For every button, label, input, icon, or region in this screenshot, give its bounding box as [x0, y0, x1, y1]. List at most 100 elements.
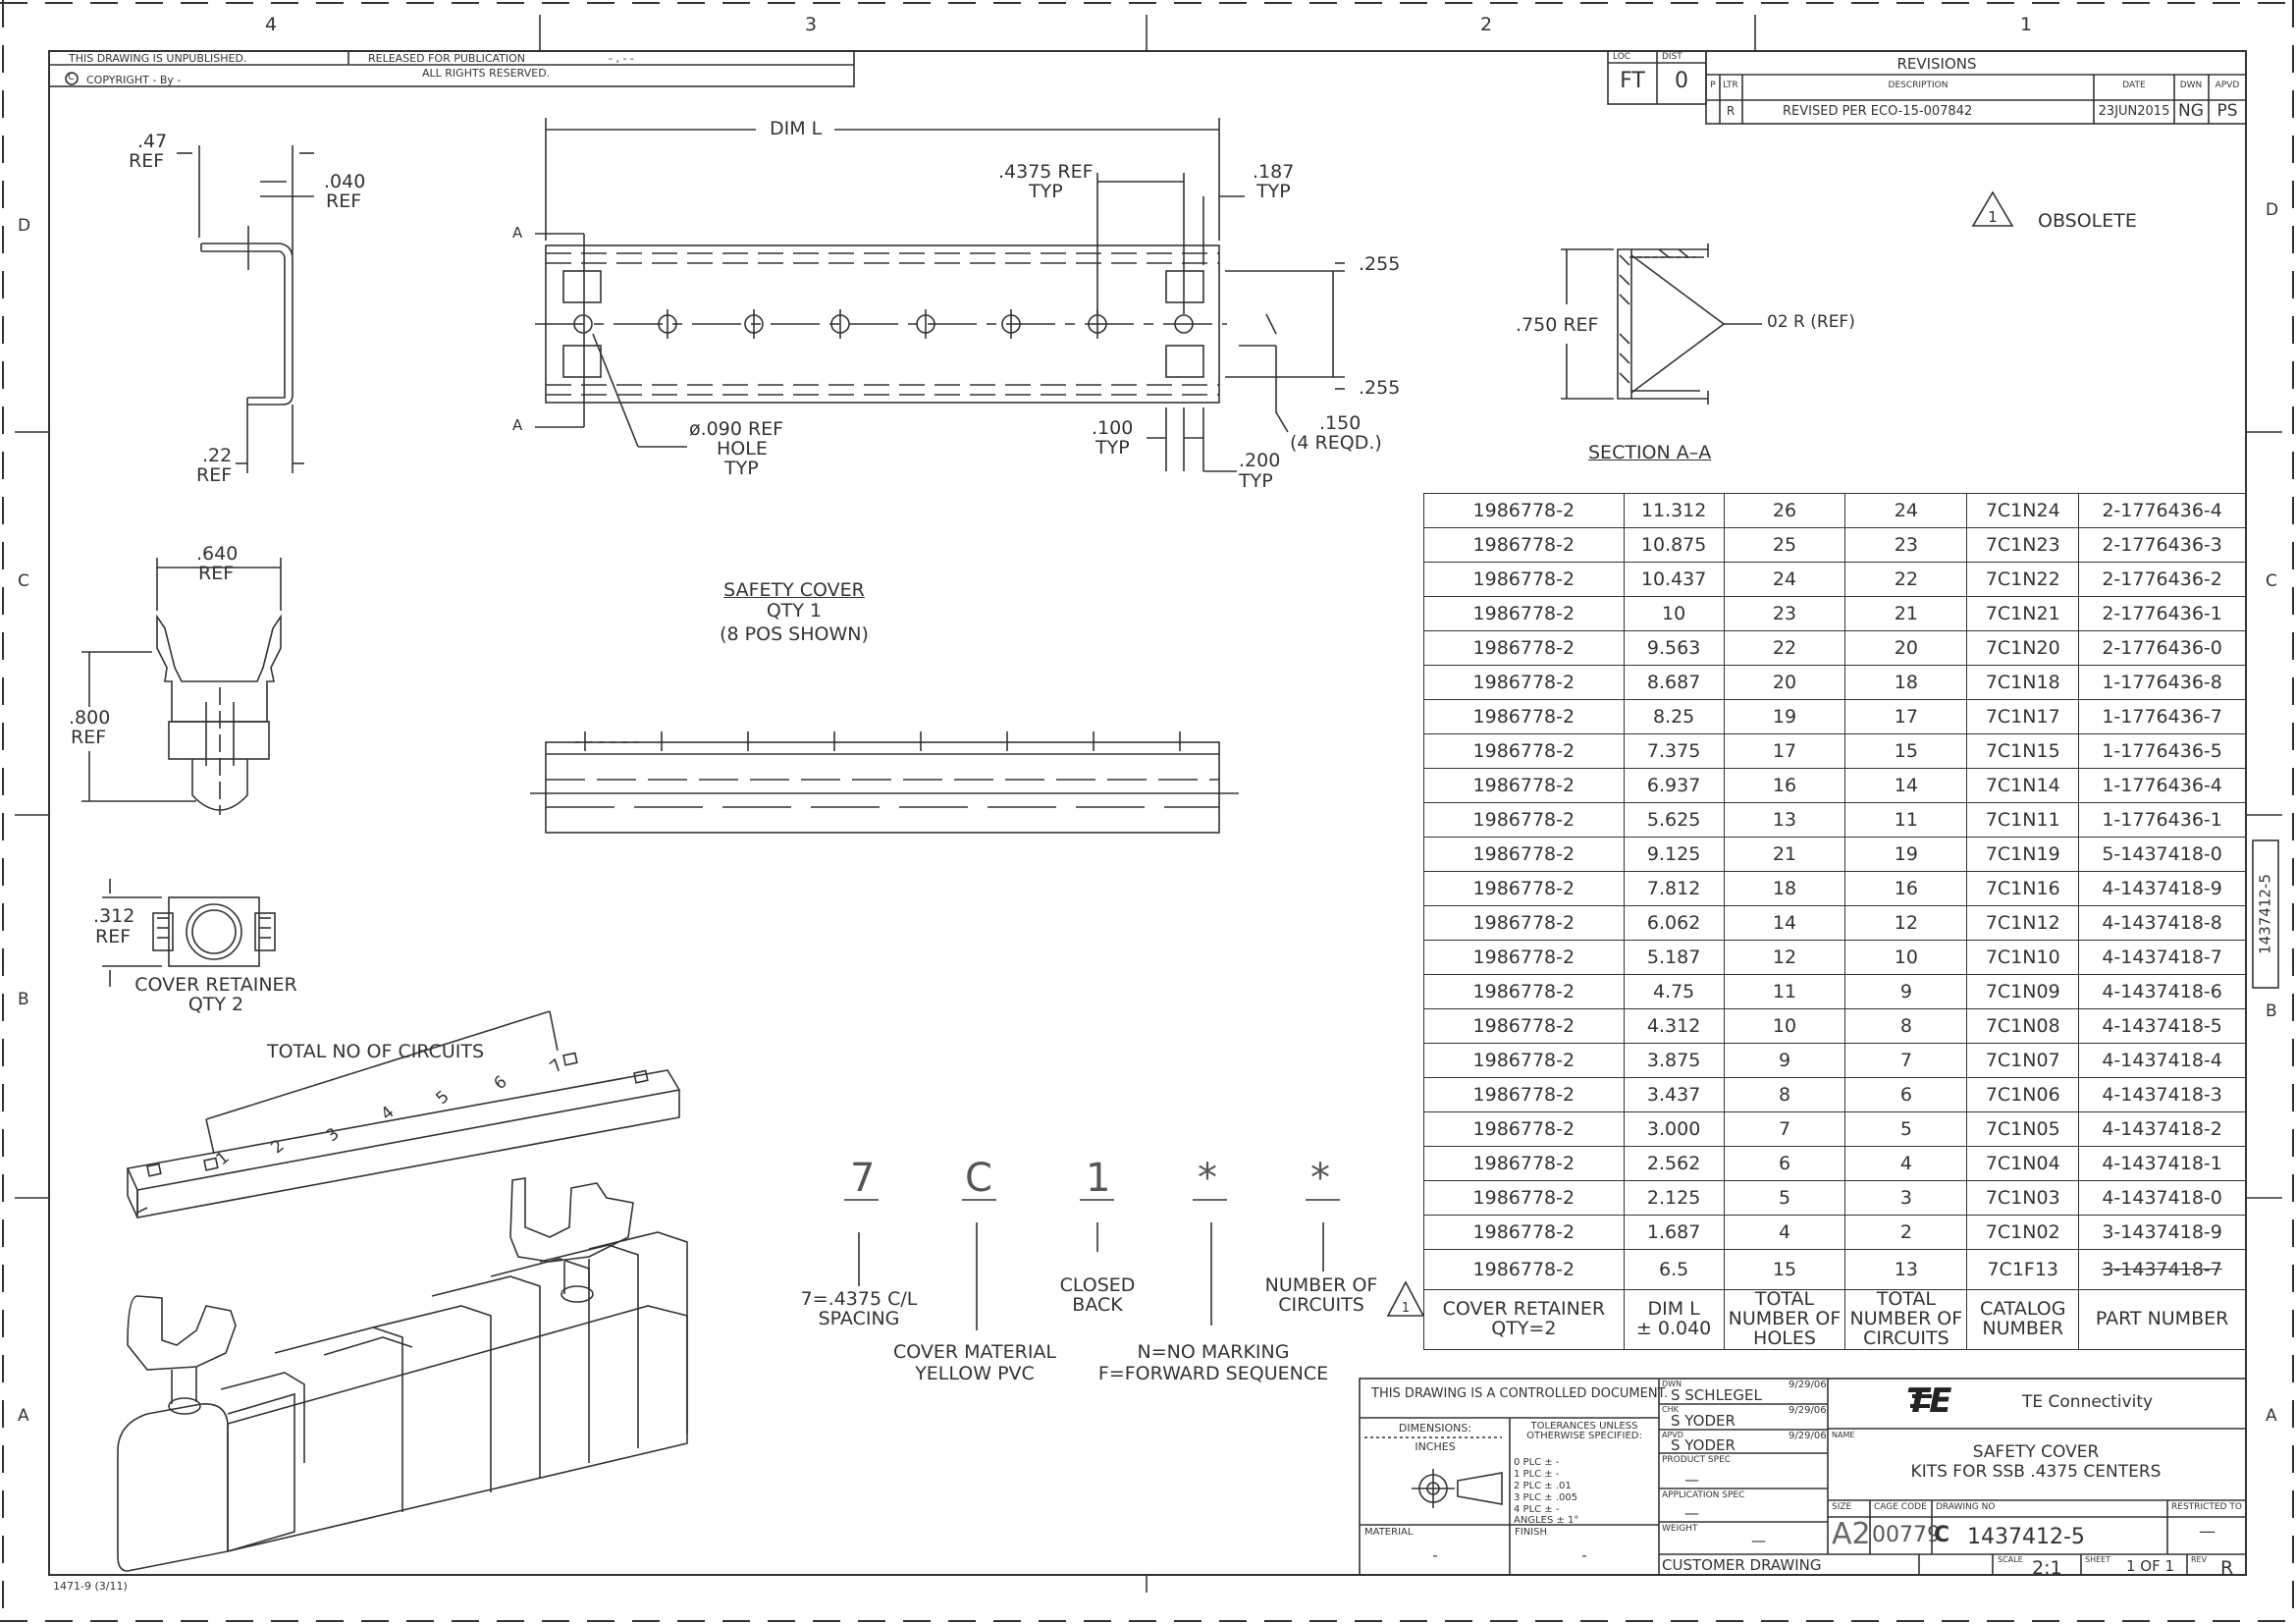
weight-label: WEIGHT	[1662, 1524, 1698, 1534]
dim-187: .187	[1253, 161, 1295, 183]
dim-187-typ: TYP	[1256, 181, 1291, 202]
cover-retainer-cell: 1986778-2	[1423, 527, 1625, 563]
dim-312-ref: REF	[95, 926, 132, 947]
rev-hdr-dwn: DWN	[2179, 81, 2203, 90]
dwn-date: 9/29/06	[1789, 1380, 1827, 1390]
size-label: SIZE	[1832, 1502, 1852, 1512]
drawing-no-prefix: C	[1934, 1523, 1950, 1547]
dim-l-label: DIM L	[770, 118, 823, 139]
cover-retainer-cell: 1986778-2	[1423, 1077, 1625, 1112]
part-number-cell: 4-1437418-8	[2078, 905, 2246, 941]
loc-value: FT	[1620, 69, 1645, 93]
total-circuits-label: TOTAL NO OF CIRCUITS	[267, 1041, 485, 1062]
circuits-note-2: CIRCUITS	[1278, 1294, 1364, 1316]
total-circuits-cell: 2	[1844, 1215, 1968, 1250]
total-circuits-cell: 24	[1844, 493, 1968, 528]
plc-3: 3 PLC ± .005	[1514, 1492, 1578, 1503]
cover-retainer-cell: 1986778-2	[1423, 974, 1625, 1009]
zone-4: 4	[264, 14, 278, 35]
scale-label: SCALE	[1998, 1555, 2023, 1564]
cover-retainer-title: COVER RETAINER	[134, 974, 297, 996]
rev-label: REV	[2191, 1555, 2208, 1564]
cover-retainer-cell: 1986778-2	[1423, 1215, 1625, 1250]
part-number-cell: 1-1776436-4	[2078, 768, 2246, 803]
weight-value: —	[1751, 1532, 1766, 1549]
apvd-name: S YODER	[1671, 1436, 1735, 1454]
part-code-char-1: 7	[850, 1156, 876, 1201]
dist-label: DIST	[1662, 52, 1682, 62]
drawing-name-1: SAFETY COVER	[1972, 1442, 2100, 1462]
cover-retainer-cell: 1986778-2	[1423, 699, 1625, 734]
plc-angles: ANGLES ± 1°	[1514, 1515, 1579, 1526]
total-circuits-cell: 12	[1844, 905, 1968, 941]
spacing-note-2: SPACING	[818, 1308, 900, 1329]
row-obsolete-triangle-num: 1	[1401, 1301, 1411, 1316]
total-holes-cell: 9	[1723, 1043, 1846, 1078]
total-circuits-cell: 16	[1844, 871, 1968, 906]
dim-800-ref: REF	[71, 727, 107, 748]
safety-cover-side-view	[530, 731, 1239, 834]
chk-date: 9/29/06	[1789, 1405, 1827, 1416]
total-circuits-cell: 6	[1844, 1077, 1968, 1112]
catalog-number-cell: 7C1N18	[1966, 665, 2080, 700]
rights-note: ALL RIGHTS RESERVED.	[422, 67, 551, 80]
total-holes-cell: 10	[1723, 1008, 1846, 1044]
zone-a-left: A	[18, 1406, 29, 1426]
release-note: RELEASED FOR PUBLICATION	[368, 52, 526, 65]
product-spec-value: —	[1684, 1471, 1699, 1489]
part-number-cell: 4-1437418-3	[2078, 1077, 2246, 1112]
total-circuits-cell: 7	[1844, 1043, 1968, 1078]
bracket-side-view	[177, 145, 314, 473]
part-number-cell: 4-1437418-0	[2078, 1180, 2246, 1216]
zone-c-right: C	[2266, 571, 2277, 591]
zone-3: 3	[804, 14, 818, 35]
part-code-char-2: C	[965, 1156, 992, 1201]
part-number-cell: 5-1437418-0	[2078, 837, 2246, 872]
cage-value: 00779	[1872, 1523, 1941, 1547]
cover-retainer-cell: 1986778-2	[1423, 665, 1625, 700]
dim-l-cell: 8.25	[1623, 699, 1725, 734]
section-a-a	[1561, 244, 1762, 405]
catalog-number-cell: 7C1N05	[1966, 1111, 2080, 1147]
rev-hdr-p: P	[1710, 81, 1716, 90]
part-code-leaders	[844, 1199, 1340, 1330]
dim-l-cell: 10	[1623, 596, 1725, 631]
dim-l-cell: 10.875	[1623, 527, 1725, 563]
total-holes-cell: 21	[1723, 837, 1846, 872]
catalog-number-cell: 7C1N07	[1966, 1043, 2080, 1078]
total-holes-cell: 19	[1723, 699, 1846, 734]
total-circuits-cell: 21	[1844, 596, 1968, 631]
total-circuits-cell: 19	[1844, 837, 1968, 872]
part-number-cell: 4-1437418-5	[2078, 1008, 2246, 1044]
total-circuits-cell: 14	[1844, 768, 1968, 803]
plc-0: 0 PLC ± -	[1514, 1457, 1560, 1468]
material-note-1: COVER MATERIAL	[892, 1341, 1057, 1363]
part-number-cell: 1-1776436-7	[2078, 699, 2246, 734]
zone-b-right: B	[2266, 1001, 2277, 1021]
chk-name: S YODER	[1671, 1412, 1735, 1430]
part-number-cell: 2-1776436-2	[2078, 562, 2246, 597]
part-code-char-3: 1	[1086, 1156, 1111, 1201]
controlled-note: THIS DRAWING IS A CONTROLLED DOCUMENT.	[1371, 1386, 1669, 1401]
cover-retainer-cell: 1986778-2	[1423, 1180, 1625, 1216]
total-circuits-cell: 3	[1844, 1180, 1968, 1216]
spacing-note-1: 7=.4375 C/L	[800, 1288, 918, 1310]
cover-retainer-cell: 1986778-2	[1423, 596, 1625, 631]
total-circuits-cell: 4	[1844, 1146, 1968, 1181]
dim-750: .750 REF	[1516, 314, 1599, 336]
dim-040-ref: REF	[326, 190, 362, 212]
isometric-assembly	[117, 1177, 688, 1572]
zone-1: 1	[2019, 14, 2033, 35]
